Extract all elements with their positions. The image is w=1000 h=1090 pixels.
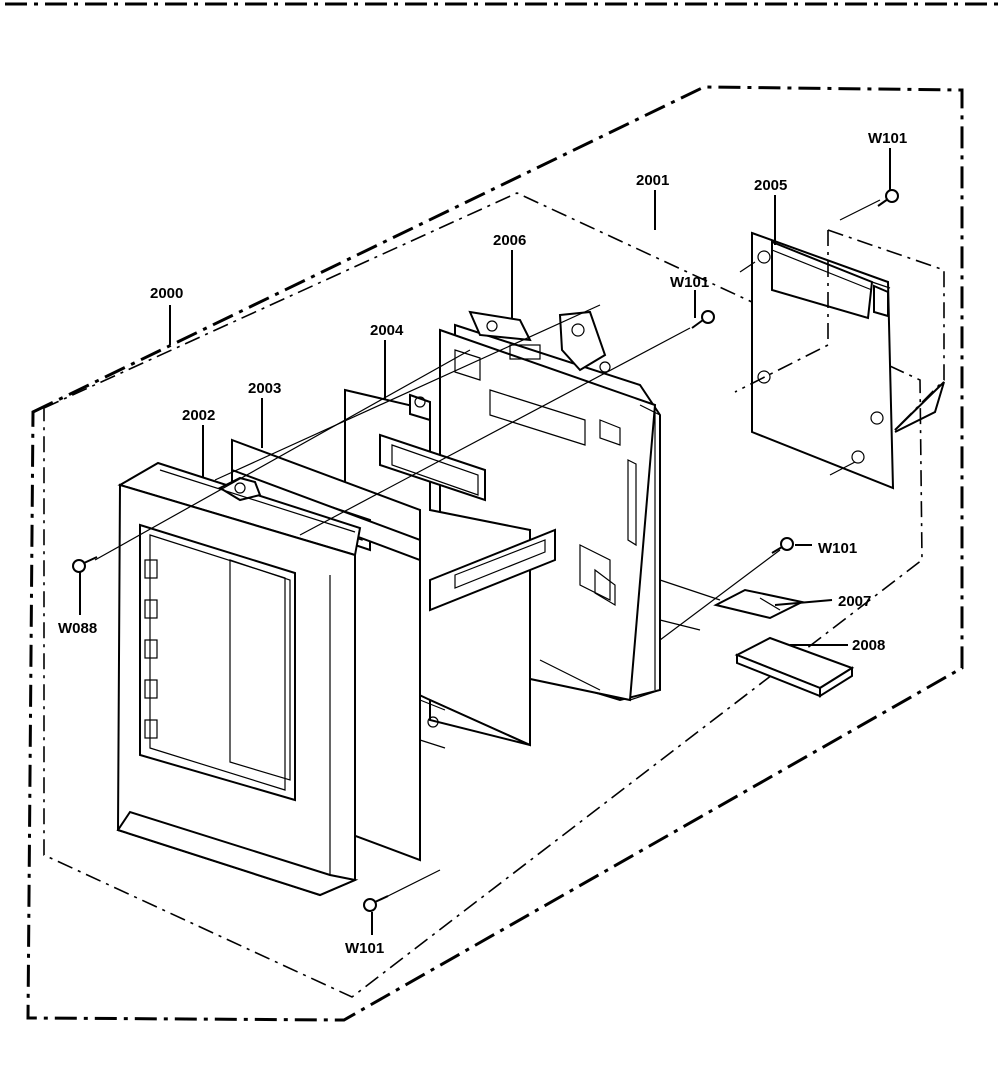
block-2008 <box>734 636 855 698</box>
label-w101-right: W101 <box>818 540 857 557</box>
label-2005: 2005 <box>754 177 787 194</box>
outer-assembly-boundary <box>26 85 964 1022</box>
screw-w101-right-icon <box>771 537 794 554</box>
label-2002: 2002 <box>182 407 215 424</box>
label-w101-mid: W101 <box>670 274 709 291</box>
inner-assembly-boundary <box>43 192 923 998</box>
label-2004: 2004 <box>370 322 404 339</box>
label-w101-bottom: W101 <box>345 940 384 957</box>
label-2000: 2000 <box>150 285 183 302</box>
label-2008: 2008 <box>852 637 885 654</box>
label-2006: 2006 <box>493 232 526 249</box>
label-2001: 2001 <box>636 172 669 189</box>
pcb-board-2005 <box>734 199 945 490</box>
alignment-lines <box>94 304 781 901</box>
label-w101-top: W101 <box>868 130 907 147</box>
screw-w101-bottom-icon <box>363 895 389 912</box>
screw-w101-mid-icon <box>691 310 715 329</box>
leader-lines <box>79 148 891 935</box>
screw-w088-icon <box>72 556 98 573</box>
front-frame-2002 <box>116 461 362 897</box>
label-2007: 2007 <box>838 593 871 610</box>
screw-w101-top-icon <box>877 189 899 207</box>
label-w088: W088 <box>58 620 97 637</box>
label-2003: 2003 <box>248 380 281 397</box>
